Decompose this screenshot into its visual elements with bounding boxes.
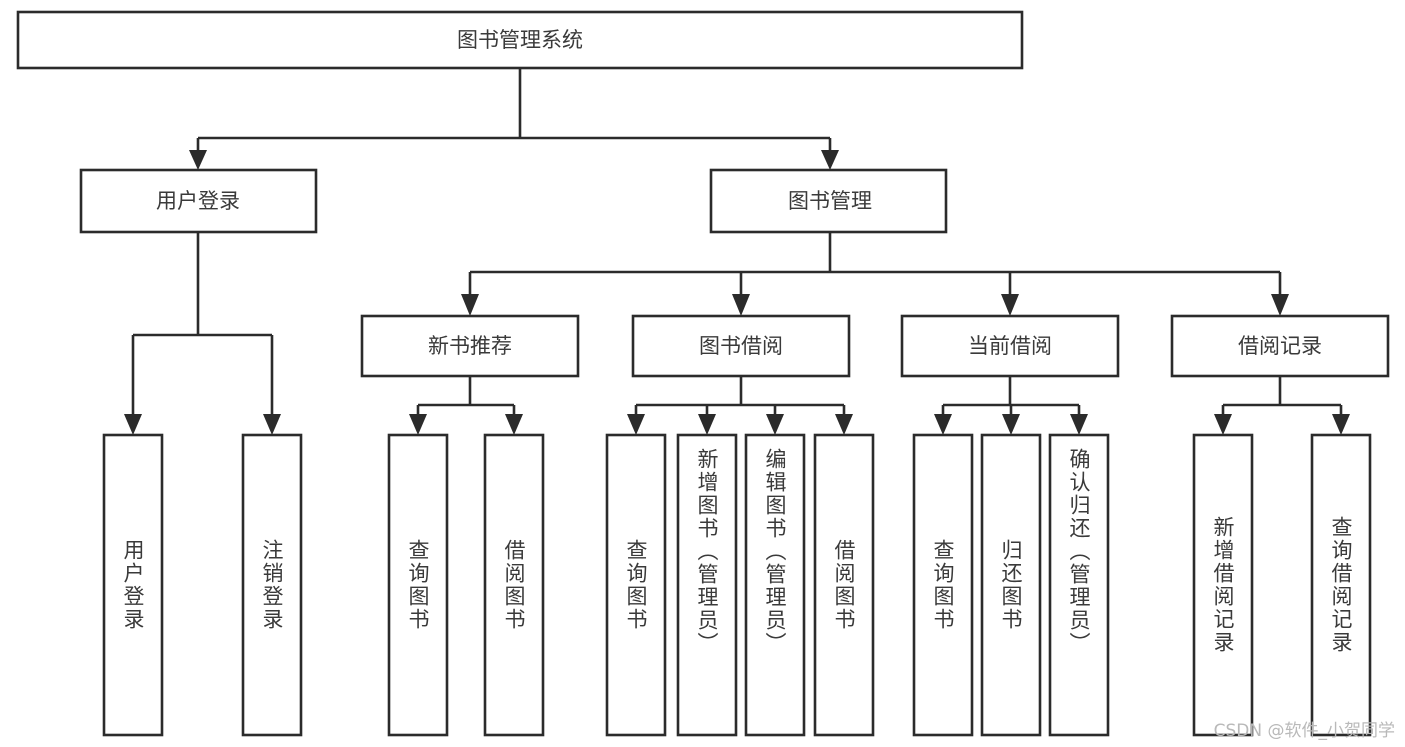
- node-leaf-add-borrow-record-box[interactable]: [1192, 433, 1254, 737]
- arrow-to-leaf-user-login: [124, 414, 142, 435]
- node-leaf-add-borrow-record[interactable]: 新增借阅记录: [1192, 433, 1254, 737]
- node-book-manage-box[interactable]: [709, 168, 948, 234]
- node-leaf-user-login-box[interactable]: [102, 433, 164, 737]
- arrow-to-leaf-query-book-3: [934, 414, 952, 435]
- node-leaf-logout-login[interactable]: 注销登录: [241, 433, 303, 737]
- node-leaf-query-book-2[interactable]: 查询图书: [605, 433, 667, 737]
- arrow-to-leaf-add-borrow-record: [1214, 414, 1232, 435]
- arrow-to-leaf-edit-book-admin: [766, 414, 784, 435]
- arrow-root-to-user-login: [189, 150, 207, 170]
- node-user-login-label: 用户登录: [156, 189, 240, 213]
- node-root-box[interactable]: [16, 10, 1024, 70]
- node-leaf-return-book[interactable]: 归还图书: [980, 433, 1042, 737]
- arrow-to-leaf-confirm-return-admin: [1070, 414, 1088, 435]
- node-root-label: 图书管理系统: [457, 28, 583, 52]
- node-leaf-confirm-return-admin-box[interactable]: [1048, 433, 1110, 737]
- node-current-borrow-box[interactable]: [900, 314, 1120, 378]
- node-leaf-edit-book-admin-label: 编辑图书（管理员）: [763, 448, 787, 655]
- node-root[interactable]: 图书管理系统: [16, 10, 1024, 70]
- node-leaf-query-book-3-label: 查询图书: [931, 539, 955, 631]
- node-leaf-query-book-1-box[interactable]: [387, 433, 449, 737]
- node-leaf-return-book-box[interactable]: [980, 433, 1042, 737]
- node-current-borrow[interactable]: 当前借阅: [900, 314, 1120, 378]
- node-new-book-recommend-box[interactable]: [360, 314, 580, 378]
- node-leaf-edit-book-admin-box[interactable]: [744, 433, 806, 737]
- node-leaf-borrow-book-1[interactable]: 借阅图书: [483, 433, 545, 737]
- node-book-borrow[interactable]: 图书借阅: [631, 314, 851, 378]
- arrow-to-book-borrow: [732, 294, 750, 316]
- arrow-to-current-borrow: [1001, 294, 1019, 316]
- node-leaf-add-book-admin-label: 新增图书（管理员）: [695, 448, 719, 655]
- arrow-to-leaf-add-book-admin: [698, 414, 716, 435]
- arrow-to-leaf-query-book-2: [627, 414, 645, 435]
- node-leaf-query-book-2-label: 查询图书: [624, 539, 648, 631]
- node-leaf-query-book-2-box[interactable]: [605, 433, 667, 737]
- arrow-to-leaf-query-book-1: [409, 414, 427, 435]
- arrow-to-leaf-return-book: [1002, 414, 1020, 435]
- arrow-to-leaf-borrow-book-1: [505, 414, 523, 435]
- node-user-login[interactable]: 用户登录: [79, 168, 318, 234]
- node-user-login-box[interactable]: [79, 168, 318, 234]
- node-book-manage-label: 图书管理: [788, 189, 872, 213]
- node-leaf-edit-book-admin[interactable]: 编辑图书（管理员）: [744, 433, 806, 737]
- node-leaf-query-book-1[interactable]: 查询图书: [387, 433, 449, 737]
- node-leaf-borrow-book-1-label: 借阅图书: [502, 539, 526, 631]
- node-borrow-record-box[interactable]: [1170, 314, 1390, 378]
- node-leaf-add-borrow-record-label: 新增借阅记录: [1211, 516, 1235, 654]
- node-borrow-record[interactable]: 借阅记录: [1170, 314, 1390, 378]
- node-leaf-query-book-3[interactable]: 查询图书: [912, 433, 974, 737]
- node-leaf-user-login-label: 用户登录: [121, 539, 145, 631]
- csdn-watermark: CSDN @软件_小贺同学: [1213, 721, 1395, 741]
- arrow-to-borrow-record: [1271, 294, 1289, 316]
- node-leaf-user-login[interactable]: 用户登录: [102, 433, 164, 737]
- node-leaf-query-book-1-label: 查询图书: [406, 539, 430, 631]
- node-new-book-recommend-label: 新书推荐: [428, 334, 512, 358]
- node-leaf-query-borrow-record-box[interactable]: [1310, 433, 1372, 737]
- arrow-to-leaf-query-borrow-record: [1332, 414, 1350, 435]
- node-leaf-borrow-book-2[interactable]: 借阅图书: [813, 433, 875, 737]
- node-new-book-recommend[interactable]: 新书推荐: [360, 314, 580, 378]
- connector-layer: [124, 68, 1350, 435]
- node-borrow-record-label: 借阅记录: [1238, 334, 1322, 358]
- node-leaf-add-book-admin-box[interactable]: [676, 433, 738, 737]
- arrow-to-leaf-logout-login: [263, 414, 281, 435]
- node-leaf-query-book-3-box[interactable]: [912, 433, 974, 737]
- node-book-borrow-box[interactable]: [631, 314, 851, 378]
- arrow-to-leaf-borrow-book-2: [835, 414, 853, 435]
- node-leaf-query-borrow-record-label: 查询借阅记录: [1329, 516, 1353, 654]
- node-leaf-logout-login-box[interactable]: [241, 433, 303, 737]
- node-leaf-query-borrow-record[interactable]: 查询借阅记录: [1310, 433, 1372, 737]
- arrow-to-new-book-recommend: [461, 294, 479, 316]
- node-leaf-logout-login-label: 注销登录: [260, 539, 284, 631]
- node-leaf-borrow-book-2-box[interactable]: [813, 433, 875, 737]
- node-leaf-confirm-return-admin[interactable]: 确认归还（管理员）: [1048, 433, 1110, 737]
- arrow-root-to-book-manage: [821, 150, 839, 170]
- node-leaf-add-book-admin[interactable]: 新增图书（管理员）: [676, 433, 738, 737]
- node-leaf-confirm-return-admin-label: 确认归还（管理员）: [1067, 448, 1091, 655]
- node-current-borrow-label: 当前借阅: [968, 334, 1052, 358]
- node-leaf-borrow-book-1-box[interactable]: [483, 433, 545, 737]
- node-book-borrow-label: 图书借阅: [699, 334, 783, 358]
- node-leaf-return-book-label: 归还图书: [999, 539, 1023, 631]
- node-book-manage[interactable]: 图书管理: [709, 168, 948, 234]
- node-leaf-borrow-book-2-label: 借阅图书: [832, 539, 856, 631]
